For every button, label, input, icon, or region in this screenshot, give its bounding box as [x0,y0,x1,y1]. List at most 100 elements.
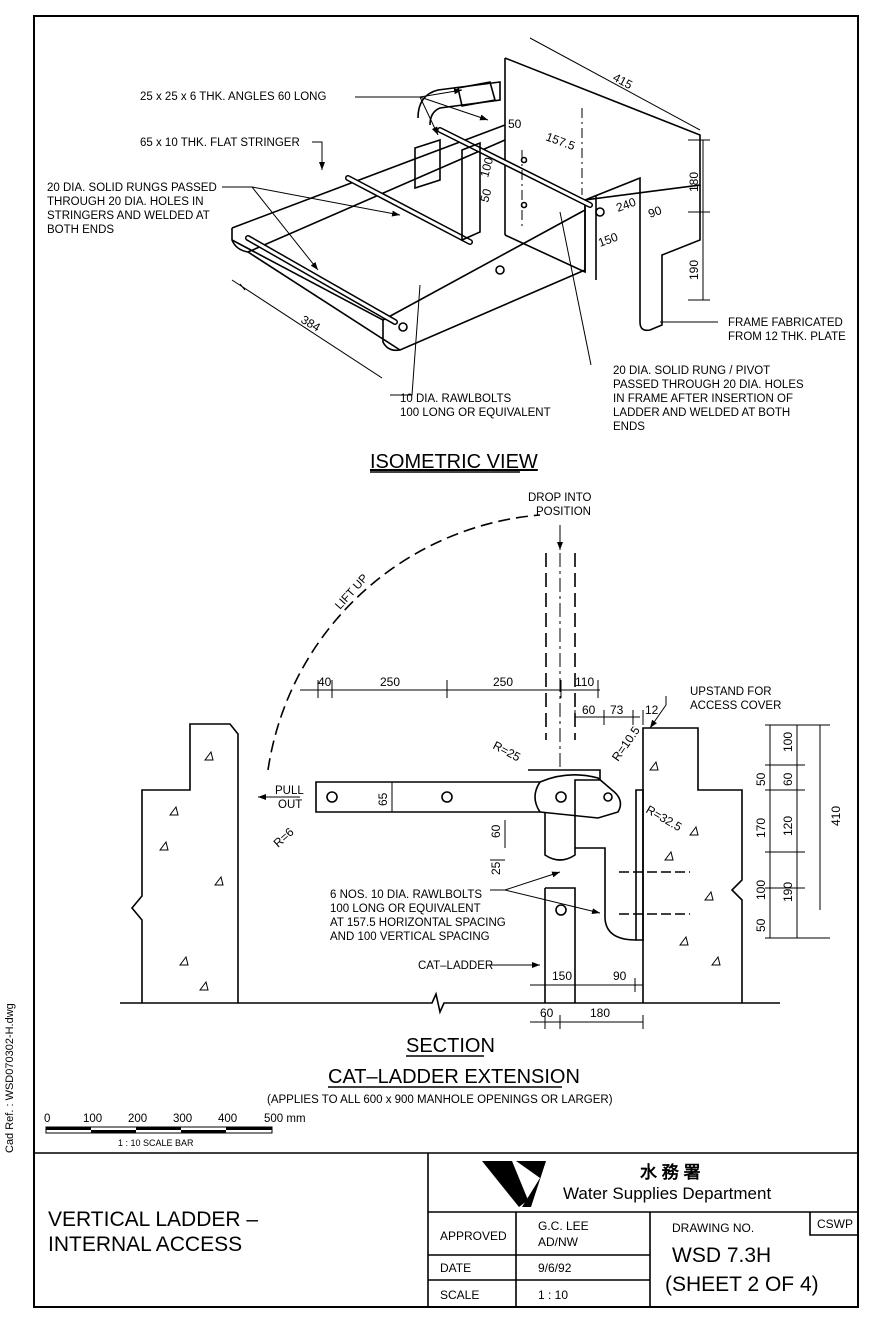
dim-250b: 250 [493,675,513,689]
label-pivot-5: ENDS [613,421,645,433]
label-drop-2: POSITION [536,506,591,518]
dim-110: 110 [575,675,594,689]
dim-r325: R=32.5 [644,802,685,834]
dim-60: 60 [582,703,596,717]
dim-v100b: 100 [754,880,768,900]
scale-tick-500: 500 mm [264,1113,306,1125]
drawing-no-label: DRAWING NO. [672,1221,754,1235]
cswp-code: CSWP [817,1217,853,1231]
dim-180: 180 [687,172,701,192]
title-block-text: VERTICAL LADDER – INTERNAL ACCESS 水 務 署 … [48,1162,853,1302]
dept-name-chinese: 水 務 署 [640,1162,700,1182]
dim-40: 40 [318,675,332,689]
dim-60v: 60 [489,824,503,838]
label-pull: PULL [275,785,304,797]
dim-50b: 50 [477,187,494,204]
scale-caption: 1 : 10 SCALE BAR [118,1138,194,1148]
section-note: (APPLIES TO ALL 600 x 900 MANHOLE OPENIN… [267,1094,613,1106]
dim-240: 240 [614,195,638,215]
section-annotations [258,525,830,1029]
wsd-logo [482,1161,546,1207]
concrete-hatch [159,750,721,991]
scale-tick-200: 200 [128,1113,147,1125]
label-rawl-s3: AT 157.5 HORIZONTAL SPACING [330,917,506,929]
label-frame-2: FROM 12 THK. PLATE [728,331,846,343]
label-out: OUT [278,799,302,811]
isometric-text: 25 x 25 x 6 THK. ANGLES 60 LONG 65 x 10 … [47,70,846,473]
dim-73: 73 [610,703,624,717]
scale-tick-400: 400 [218,1113,237,1125]
isometric-annotations [222,37,718,396]
approved-name: G.C. LEE [538,1219,589,1233]
dim-v410: 410 [829,806,843,826]
dim-v170: 170 [754,818,768,838]
label-rungs-4: BOTH ENDS [47,224,114,236]
label-rawl-s4: AND 100 VERTICAL SPACING [330,931,490,943]
dim-50: 50 [508,117,522,131]
label-upstand-2: ACCESS COVER [690,700,781,712]
drawing-title-1: VERTICAL LADDER – [48,1208,258,1231]
dim-v50a: 50 [754,772,768,786]
scale-label: SCALE [440,1288,479,1302]
dim-v120: 120 [781,816,795,836]
dim-157: 157.5 [544,130,577,154]
label-drop-1: DROP INTO [528,492,592,504]
dim-h60: 60 [540,1006,554,1020]
label-pivot-4: LADDER AND WELDED AT BOTH [613,407,790,419]
label-rawl-2: 100 LONG OR EQUIVALENT [400,407,551,419]
isometric-title: ISOMETRIC VIEW [370,451,538,473]
dim-v60: 60 [781,772,795,786]
sheet-border [33,15,859,1308]
dim-v100a: 100 [781,732,795,752]
scale-tick-300: 300 [173,1113,192,1125]
dim-v50b: 50 [754,918,768,932]
dim-h180: 180 [590,1006,610,1020]
dim-190: 190 [687,260,701,280]
section-text: DROP INTO POSITION LIFT UP PULL OUT UPST… [267,492,843,1106]
dim-h150: 150 [552,969,572,983]
dept-name-english: Water Supplies Department [563,1184,771,1203]
dim-r25: R=25 [491,738,523,764]
sheet-number: (SHEET 2 OF 4) [665,1273,819,1296]
scale-bar: 0 100 200 300 400 500 mm 1 : 10 SCALE BA… [44,1113,306,1148]
dim-100: 100 [477,155,496,178]
label-upstand-1: UPSTAND FOR [690,686,772,698]
dim-415: 415 [611,70,636,92]
label-pivot-3: IN FRAME AFTER INSERTION OF [613,393,793,405]
drawing-title-2: INTERNAL ACCESS [48,1233,242,1256]
dim-r105: R=10.5 [609,723,643,763]
label-frame-1: FRAME FABRICATED [728,317,843,329]
label-rawl-s1: 6 NOS. 10 DIA. RAWLBOLTS [330,889,482,901]
scale-tick-0: 0 [44,1113,50,1125]
label-lift-up: LIFT UP [333,572,371,612]
dim-250a: 250 [380,675,400,689]
drawing-number: WSD 7.3H [672,1244,771,1267]
label-angles: 25 x 25 x 6 THK. ANGLES 60 LONG [140,91,326,103]
section-title: SECTION [406,1035,495,1057]
dim-v190: 190 [781,882,795,902]
dim-25: 25 [489,861,503,875]
dim-r6: R=6 [271,825,297,851]
title-block [34,1152,858,1307]
label-pivot-1: 20 DIA. SOLID RUNG / PIVOT [613,365,770,377]
dim-12: 12 [645,703,659,717]
dim-90: 90 [646,203,664,221]
label-rungs-2: THROUGH 20 DIA. HOLES IN [47,196,204,208]
date-value: 9/6/92 [538,1261,572,1275]
dim-65: 65 [376,792,390,806]
scale-value: 1 : 10 [538,1288,568,1302]
isometric-drawing [231,57,701,352]
scale-tick-100: 100 [83,1113,102,1125]
section-drawing [120,514,780,1015]
date-label: DATE [440,1261,471,1275]
label-rawl-1: 10 DIA. RAWLBOLTS [400,393,512,405]
label-rungs-3: STRINGERS AND WELDED AT [47,210,210,222]
approved-label: APPROVED [440,1229,507,1243]
label-rungs-1: 20 DIA. SOLID RUNGS PASSED [47,182,217,194]
label-stringer: 65 x 10 THK. FLAT STRINGER [140,137,300,149]
approved-title: AD/NW [538,1235,579,1249]
dim-150: 150 [596,230,620,250]
section-subtitle: CAT–LADDER EXTENSION [328,1066,580,1088]
label-pivot-2: PASSED THROUGH 20 DIA. HOLES [613,379,804,391]
